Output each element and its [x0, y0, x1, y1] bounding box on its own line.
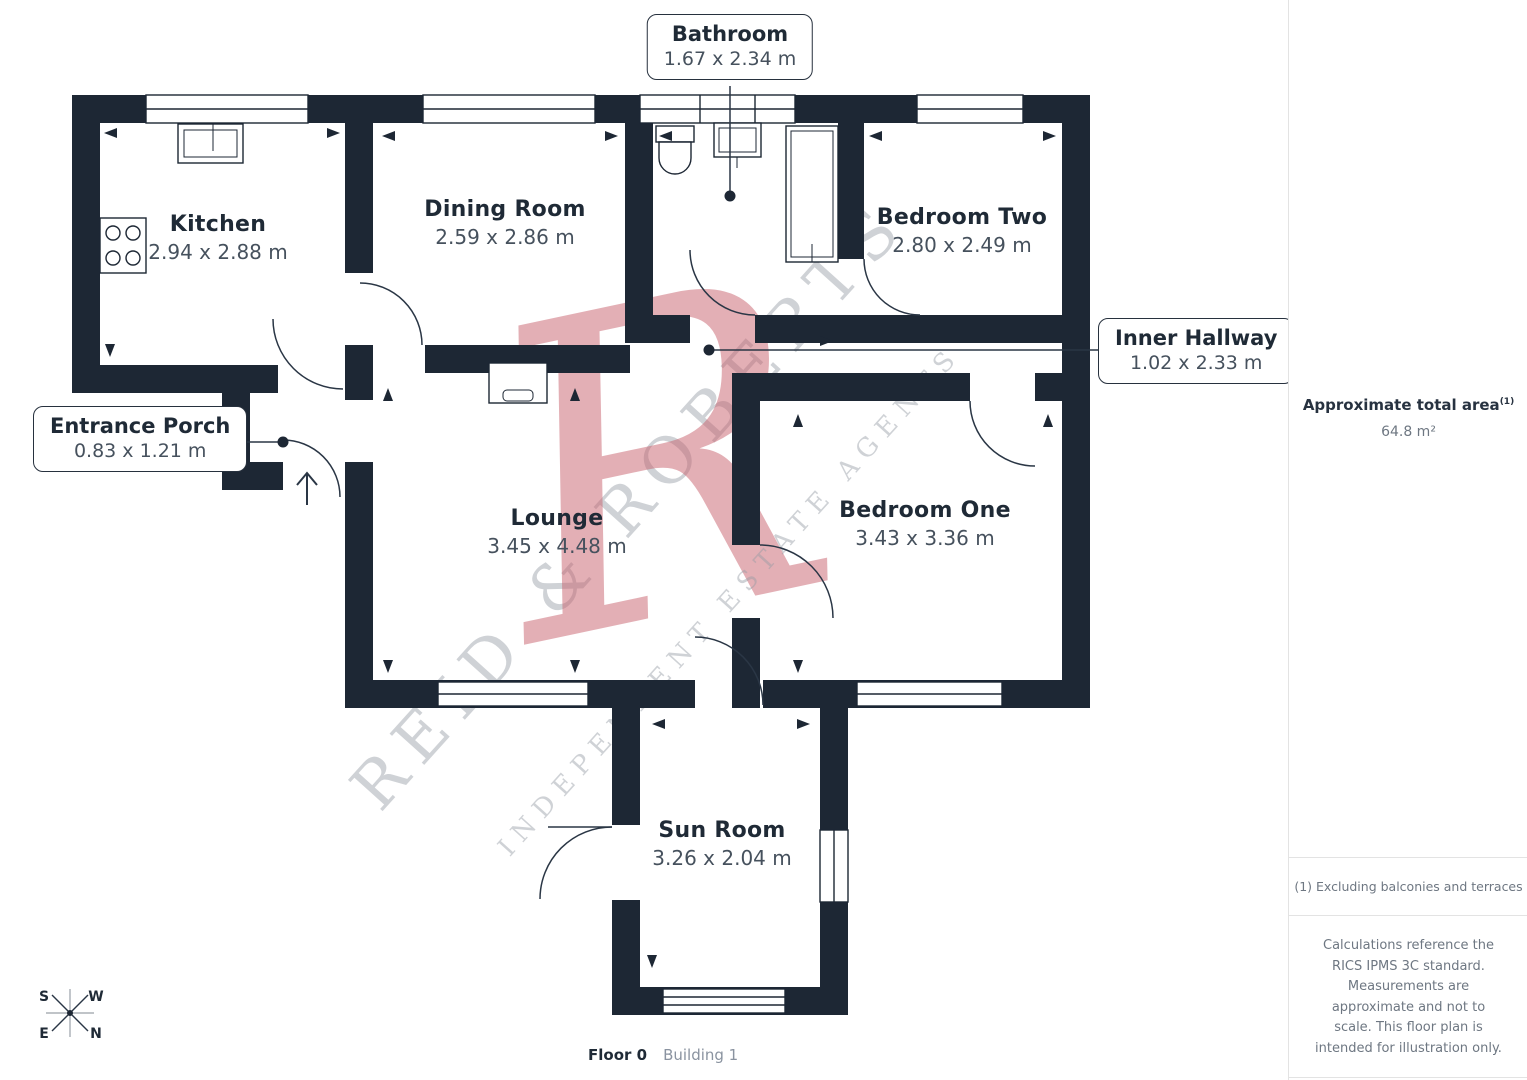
room-label-dining-room: Dining Room 2.59 x 2.86 m: [424, 197, 585, 249]
compass-north-label: N: [90, 1026, 102, 1042]
entrance-arrow-icon: [296, 471, 318, 505]
callout-dims: 1.67 x 2.34 m: [663, 48, 797, 70]
total-area-title-text: Approximate total area: [1302, 396, 1500, 414]
fireplace-icon: [488, 362, 548, 404]
room-dims: 2.59 x 2.86 m: [435, 225, 575, 249]
walls: [72, 95, 1090, 1015]
bathroom-sink-icon: [713, 122, 762, 168]
callout-dims: 0.83 x 1.21 m: [73, 440, 207, 462]
room-name: Bedroom One: [839, 498, 1011, 523]
entrance-porch-leader-dot: [277, 436, 289, 448]
compass-east-label: E: [39, 1026, 49, 1042]
dimension-arrows: [104, 128, 1056, 968]
toilet-icon: [655, 125, 695, 175]
callout-name: Inner Hallway: [1115, 326, 1278, 350]
bathroom-door-arc: [689, 249, 756, 316]
room-label-lounge: Lounge 3.45 x 4.48 m: [487, 506, 626, 558]
room-name: Bedroom Two: [876, 205, 1048, 230]
callout-dims: 1.02 x 2.33 m: [1129, 352, 1263, 374]
room-dims: 3.26 x 2.04 m: [652, 846, 792, 870]
kitchen-sink-icon: [177, 123, 244, 164]
entrance-door-arc: [282, 439, 341, 498]
total-area-value: 64.8 m²: [1381, 424, 1436, 440]
callout-leaders: [212, 86, 1100, 448]
bathroom-leader-dot: [724, 190, 736, 202]
room-label-bedroom-two: Bedroom Two 2.80 x 2.49 m: [877, 205, 1047, 257]
room-dims: 3.45 x 4.48 m: [487, 534, 627, 558]
bedroom-one-hall-door-arc: [969, 400, 1036, 467]
hob-icon: [99, 217, 147, 274]
inner-hallway-leader-dot: [703, 344, 715, 356]
callout-inner-hallway: Inner Hallway 1.02 x 2.33 m: [1098, 318, 1295, 384]
building-label: Building 1: [663, 1046, 739, 1064]
room-label-bedroom-one: Bedroom One 3.43 x 3.36 m: [839, 498, 1011, 550]
shower-icon: [785, 125, 839, 263]
compass-west-label: W: [88, 989, 103, 1005]
windows: [145, 94, 1024, 1014]
disclaimer-text: Calculations reference the RICS IPMS 3C …: [1315, 938, 1502, 1056]
floor-label: Floor 0: [588, 1046, 648, 1064]
total-area-title: Approximate total area(1): [1289, 396, 1527, 414]
footnote-text: (1) Excluding balconies and terraces: [1294, 879, 1523, 894]
room-name: Kitchen: [169, 212, 267, 237]
room-name: Dining Room: [424, 197, 586, 222]
room-name: Sun Room: [658, 818, 786, 843]
room-dims: 2.94 x 2.88 m: [148, 240, 288, 264]
room-label-sun-room: Sun Room 3.26 x 2.04 m: [652, 818, 791, 870]
sun-room-door-arc: [694, 636, 764, 706]
bedroom-two-door-arc: [863, 258, 921, 316]
callout-bathroom: Bathroom 1.67 x 2.34 m: [646, 14, 814, 80]
callout-name: Entrance Porch: [50, 414, 231, 438]
callout-name: Bathroom: [671, 22, 789, 46]
dining-door-arc: [359, 282, 423, 346]
total-area-footnote-ref: (1): [1499, 397, 1515, 407]
disclaimer-box: Calculations reference the RICS IPMS 3C …: [1289, 914, 1527, 1078]
compass-south-label: S: [39, 989, 49, 1005]
total-area-block: Approximate total area(1) 64.8 m²: [1289, 396, 1527, 440]
kitchen-door-arc: [272, 318, 344, 390]
callout-entrance-porch: Entrance Porch 0.83 x 1.21 m: [33, 406, 248, 472]
info-sidebar: Approximate total area(1) 64.8 m² (1) Ex…: [1288, 0, 1527, 1080]
fixtures: [99, 122, 839, 404]
room-dims: 2.80 x 2.49 m: [892, 233, 1032, 257]
footnote-box: (1) Excluding balconies and terraces: [1289, 857, 1527, 916]
doors: [272, 249, 1036, 900]
room-label-kitchen: Kitchen 2.94 x 2.88 m: [148, 212, 287, 264]
room-dims: 3.43 x 3.36 m: [855, 526, 995, 550]
sun-room-exterior-door-arc: [539, 826, 613, 900]
room-name: Lounge: [510, 506, 604, 531]
floor-caption: Floor 0 Building 1: [588, 1046, 738, 1064]
compass-rose-icon: S W E N: [39, 989, 104, 1042]
bedroom-one-lounge-door-arc: [759, 544, 834, 619]
